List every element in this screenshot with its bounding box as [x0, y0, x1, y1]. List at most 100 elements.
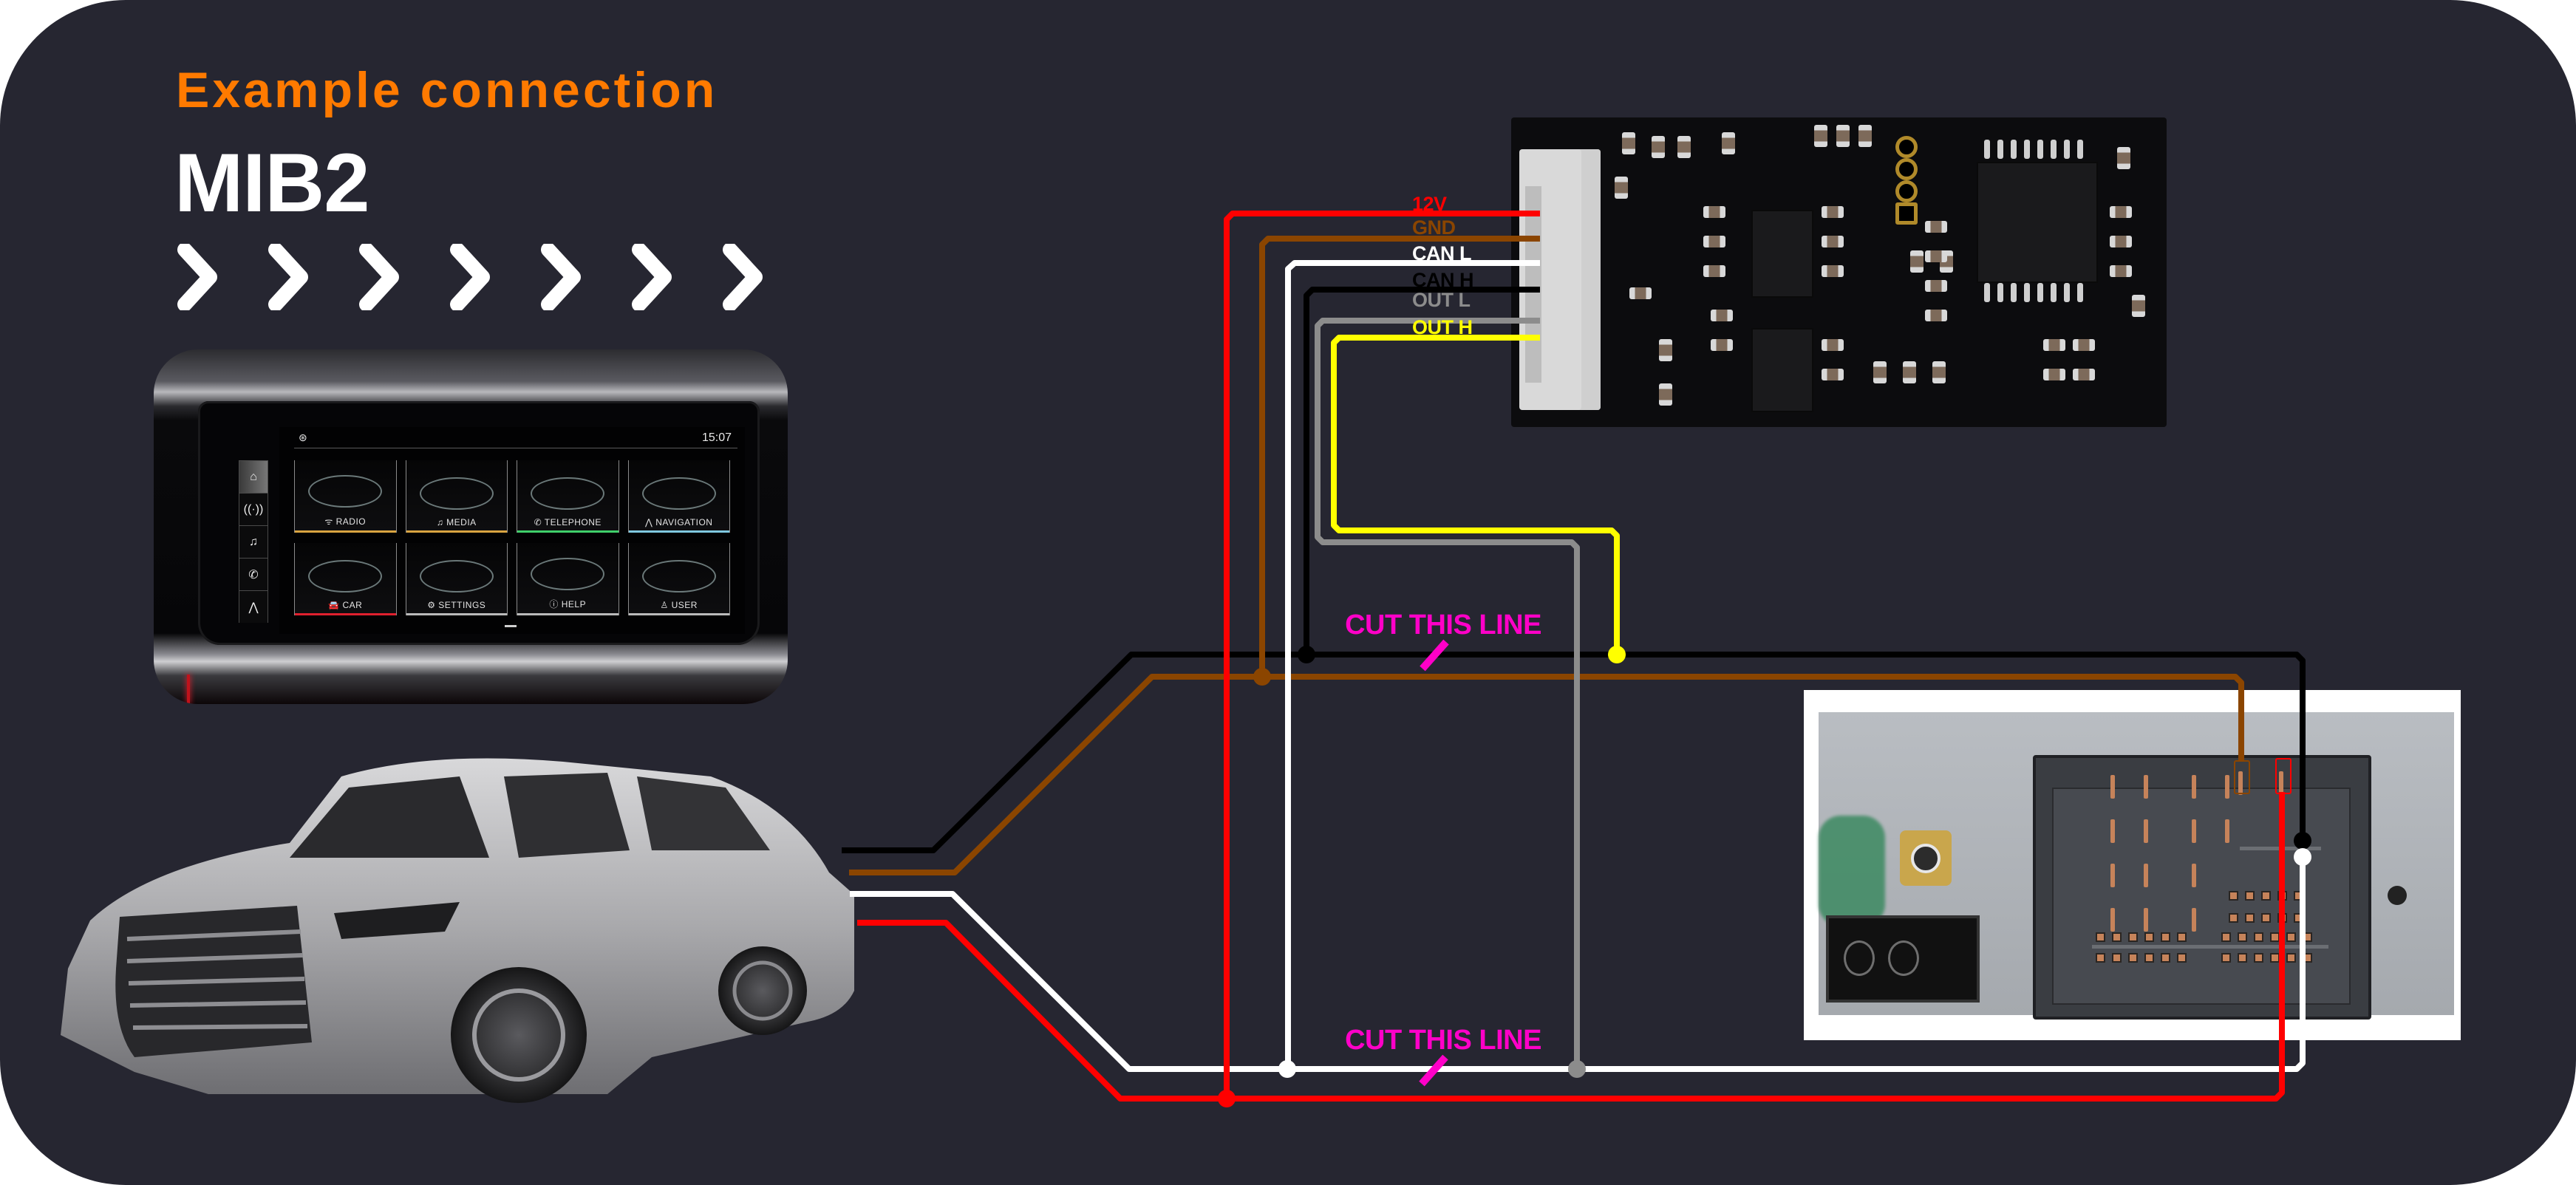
- smd-component: [1711, 339, 1733, 351]
- radio-antenna-icon: ((·)): [239, 493, 268, 525]
- connector-pin: [2192, 819, 2196, 843]
- navigation-arrow-icon: ⋀: [239, 590, 268, 623]
- app-tile-accent: [406, 613, 507, 615]
- smd-component: [1925, 221, 1947, 233]
- out-l-wire: [1315, 318, 1580, 1069]
- app-tile-label: ᯤ RADIO: [324, 516, 367, 527]
- chevron-right-icon: [177, 244, 217, 310]
- app-tile-radio: ᯤ RADIO: [294, 460, 397, 533]
- connector-pin-small: [2261, 913, 2271, 923]
- app-tile-accent: [628, 613, 729, 615]
- chevron-row: [177, 244, 763, 310]
- ic-pin: [2051, 283, 2057, 302]
- connector-pin-small: [2245, 913, 2255, 923]
- connector-pin-small: [2161, 932, 2170, 942]
- connector-pin-small: [2245, 891, 2255, 901]
- pcb-chip: [1751, 328, 1813, 412]
- connector-pin-small: [2128, 932, 2138, 942]
- connector-pin-small: [2270, 932, 2280, 942]
- cut-mark-icon: [1419, 1054, 1448, 1087]
- can-module-pcb: [1511, 117, 2167, 427]
- phone-icon: ✆: [239, 558, 268, 590]
- connector-pin-small: [2221, 932, 2231, 942]
- cut-this-line-label: CUT THIS LINE: [1345, 1025, 1541, 1056]
- connector-pin-small: [2221, 953, 2231, 963]
- smd-component: [1925, 280, 1947, 292]
- connector-pin: [2192, 775, 2196, 799]
- smd-component: [2110, 206, 2132, 218]
- junction-gnd: [1253, 668, 1271, 686]
- rear-wheel: [718, 946, 807, 1035]
- display-app-grid: ᯤ RADIO♫ MEDIA✆ TELEPHONE⋀ NAVIGATION🚘 C…: [294, 460, 730, 615]
- connector-pin: [2144, 819, 2148, 843]
- connector-pin-small: [2254, 932, 2263, 942]
- ic-pin: [2024, 140, 2030, 159]
- smd-component: [1629, 287, 1652, 299]
- connector-slot: [1525, 242, 1541, 270]
- connector-pin-small: [2177, 932, 2187, 942]
- usb-port: [1826, 915, 1980, 1003]
- connector-pin-small: [2286, 932, 2296, 942]
- app-tile-media: ♫ MEDIA: [405, 460, 508, 533]
- smd-component: [1822, 206, 1844, 218]
- pcb-pad: [1895, 180, 1918, 202]
- smd-component: [1858, 125, 1872, 147]
- head-unit-body: [1819, 712, 2454, 1020]
- smd-component: [2132, 295, 2145, 317]
- page-title: MIB2: [174, 137, 370, 229]
- junction-out-l: [1568, 1060, 1586, 1078]
- connector-pin-small: [2277, 913, 2287, 923]
- chevron-right-icon: [632, 244, 672, 310]
- smd-component: [1822, 369, 1844, 380]
- connector-pin: [2144, 864, 2148, 887]
- ic-pin: [2064, 283, 2070, 302]
- connector-pin-small: [2254, 953, 2263, 963]
- ic-pin: [2064, 140, 2070, 159]
- pcb-pad: [1895, 136, 1918, 158]
- pin-label-out-h: OUT H: [1412, 316, 1473, 338]
- fakra-green-port: [1819, 816, 1885, 926]
- display-side-menu: ⌂((·))♫✆⋀: [239, 460, 268, 623]
- connector-rib: [2240, 847, 2321, 850]
- pin-label-can-h: CAN H: [1412, 269, 1474, 291]
- junction-out-h: [1608, 646, 1626, 663]
- junction-can-l: [1278, 1060, 1296, 1078]
- chevron-right-icon: [359, 244, 399, 310]
- ic-pin: [2024, 283, 2030, 302]
- smd-component: [1925, 310, 1947, 321]
- pin-label-out-l: OUT L: [1412, 289, 1471, 311]
- ic-pin: [1984, 140, 1990, 159]
- connector-pin-small: [2161, 953, 2170, 963]
- connector-pin-small: [2096, 932, 2105, 942]
- smd-component: [1703, 265, 1725, 277]
- quadlock-connector: [2033, 755, 2371, 1020]
- connector-pin-small: [2096, 953, 2105, 963]
- junction-12v: [1218, 1090, 1236, 1107]
- pin-label-gnd: GND: [1412, 216, 1456, 239]
- home-icon: ⌂: [239, 460, 268, 493]
- ic-pin: [1997, 283, 2003, 302]
- smd-component: [1910, 250, 1924, 273]
- smd-component: [1703, 236, 1725, 247]
- connector-pin-small: [2238, 932, 2247, 942]
- smd-component: [1652, 136, 1665, 158]
- smd-component: [1659, 383, 1672, 406]
- chevron-right-icon: [723, 244, 763, 310]
- connector-pin-small: [2112, 953, 2122, 963]
- app-tile-car: 🚘 CAR: [294, 543, 397, 615]
- ic-pin: [2037, 283, 2043, 302]
- smd-component: [2043, 339, 2065, 351]
- smd-component: [1873, 361, 1887, 383]
- smd-component: [1814, 125, 1827, 147]
- connector-pin-small: [2261, 891, 2271, 901]
- connector-slot: [1525, 270, 1541, 298]
- radio-icon: [308, 475, 383, 508]
- connector-slot: [1525, 355, 1541, 383]
- 12v-pin-highlight: [2275, 758, 2292, 794]
- connector-pin-small: [2238, 953, 2247, 963]
- connector-pin-small: [2286, 953, 2296, 963]
- connector-pin-small: [2144, 932, 2154, 942]
- app-tile-label: ✆ TELEPHONE: [534, 517, 602, 527]
- ic-pin: [2077, 283, 2083, 302]
- settings-gear-icon: [419, 560, 494, 592]
